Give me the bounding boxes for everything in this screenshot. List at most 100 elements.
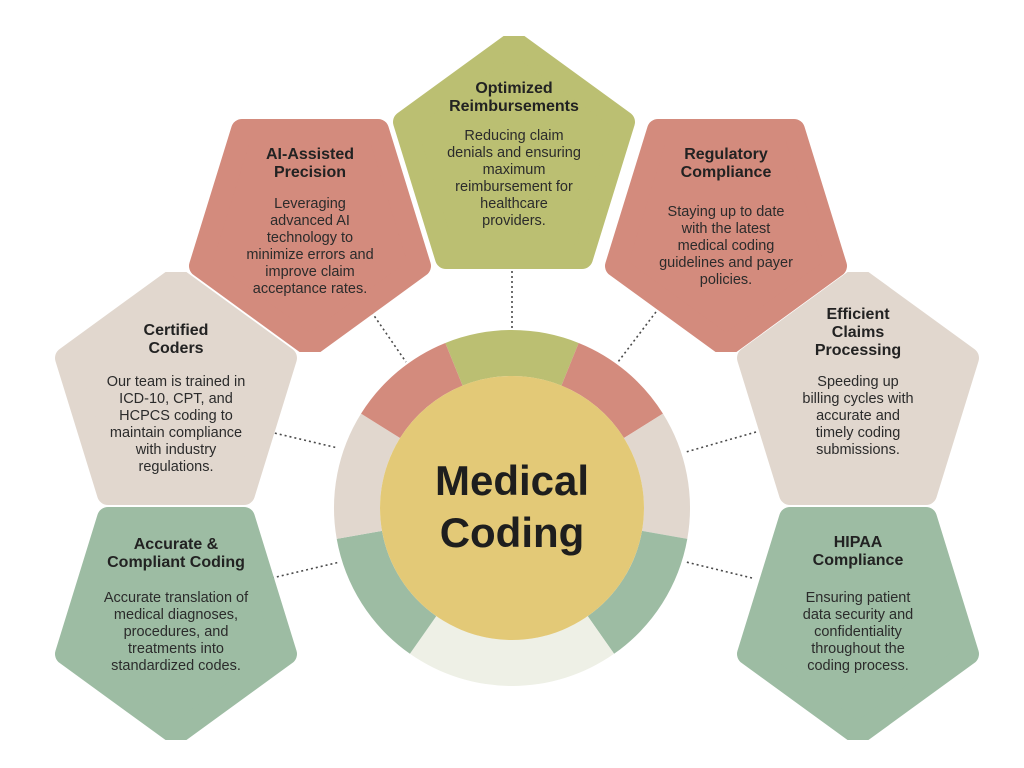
card-description-line: with industry (135, 442, 217, 458)
ring-segment-efficient (623, 413, 690, 539)
card-title: Accurate &Compliant Coding (72, 536, 280, 572)
card-description-line: maximum (482, 162, 546, 178)
card-title-line: Precision (273, 164, 347, 181)
ring-segment-regulatory (561, 342, 663, 439)
card-description-line: reimbursement for (455, 179, 573, 195)
card-description-line: procedures, and (123, 624, 229, 640)
hub-title-line2: Coding (439, 509, 585, 556)
connector-certified (269, 431, 339, 449)
card-title-line: Processing (814, 342, 902, 359)
card-title-line: Compliance (680, 164, 772, 181)
card-description-line: ICD-10, CPT, and (119, 391, 233, 407)
card-pentagon-shape (737, 272, 979, 505)
card-description-line: with the latest (681, 221, 771, 237)
card-description-line: medical diagnoses, (113, 607, 239, 623)
card-description-line: accurate and (816, 408, 900, 424)
hub-title-line1: Medical (434, 457, 590, 504)
card-description-line: maintain compliance (109, 425, 243, 441)
ring-segment-bottom (409, 616, 615, 686)
card-description-line: technology to (266, 230, 354, 246)
card-description-line: standardized codes. (111, 658, 241, 674)
card-title-line: Reimbursements (449, 98, 579, 115)
hub-circle (380, 376, 644, 640)
card-description-line: regulations. (138, 459, 214, 475)
card-title-line: Compliant Coding (107, 554, 245, 571)
card-description-line: submissions. (816, 442, 900, 458)
card-title-line: Regulatory (684, 146, 768, 163)
card-description-line: coding process. (807, 658, 909, 674)
card-description-line: Ensuring patient (805, 590, 911, 606)
card-title-line: Accurate & (133, 536, 219, 553)
card-description-line: treatments into (128, 641, 224, 657)
card-title-line: Efficient (826, 306, 890, 323)
card-description-line: providers. (482, 213, 546, 229)
card-description-line: HCPCS coding to (119, 408, 233, 424)
card-pentagon-shape (55, 272, 297, 505)
card-title-line: Certified (143, 322, 209, 339)
card-description-line: confidentiality (814, 624, 902, 640)
connector-accurate (271, 561, 341, 579)
ring-segment-ai (361, 342, 463, 439)
card-description-line: Our team is trained in (106, 374, 246, 390)
card-description-line: Accurate translation of (103, 590, 249, 606)
card-pentagon-shape (55, 507, 297, 740)
ring-segment-certified (334, 413, 401, 539)
card-description-line: data security and (802, 607, 914, 623)
card-description-line: Reducing claim (464, 128, 564, 144)
card-title-line: Compliance (812, 552, 904, 569)
connector-hipaa (685, 561, 753, 579)
card-description-line: Staying up to date (667, 204, 785, 220)
card-description-line: throughout the (811, 641, 905, 657)
card-description-line: improve claim (265, 264, 355, 280)
card-pentagon-shape (737, 507, 979, 740)
card-description-line: medical coding (677, 238, 775, 254)
card-description-line: minimize errors and (246, 247, 374, 263)
card-description-line: timely coding (815, 425, 901, 441)
card-description-line: Leveraging (274, 196, 346, 212)
card-description-line: healthcare (480, 196, 548, 212)
card-pentagon-shape (189, 119, 431, 352)
hub-title: Medical Coding (392, 455, 632, 559)
card-title-line: HIPAA (833, 534, 883, 551)
card-description-line: billing cycles with (802, 391, 914, 407)
card-description-line: acceptance rates. (252, 281, 368, 297)
card-title-line: Coders (148, 340, 204, 357)
connector-regulatory (617, 303, 663, 363)
card-description-line: advanced AI (270, 213, 350, 229)
card-description-line: guidelines and payer (659, 255, 793, 271)
ring-segment-optimized (445, 329, 579, 386)
card-title-line: Claims (831, 324, 885, 341)
card-title-line: Optimized (475, 80, 553, 97)
card-description-line: denials and ensuring (447, 145, 581, 161)
card-pentagon-shape (393, 36, 635, 269)
card-description-line: Speeding up (817, 374, 899, 390)
card-description-line: policies. (699, 272, 753, 288)
connector-efficient (685, 431, 757, 453)
ring-segment-hipaa (587, 530, 688, 654)
card-pentagon-shape (605, 119, 847, 352)
ring-segment-accurate (336, 530, 437, 654)
card-title-line: AI-Assisted (265, 146, 355, 163)
